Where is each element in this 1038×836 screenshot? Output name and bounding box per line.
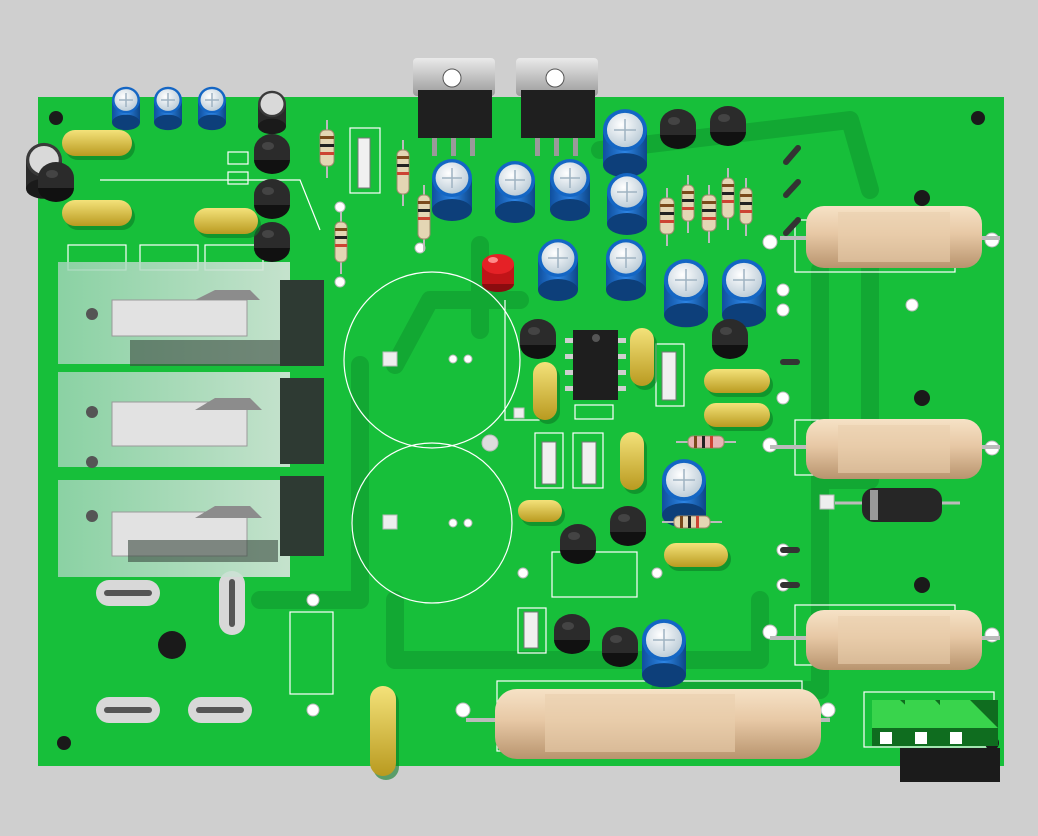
film-cap-9 [518, 500, 565, 526]
electrolytic-cap-13 [722, 259, 766, 328]
electrolytic-cap-12 [664, 259, 708, 328]
resistor-2 [396, 140, 410, 206]
voltage-regulator-1 [413, 58, 495, 156]
resistor-8 [721, 168, 735, 230]
film-cap-11 [370, 686, 399, 780]
transistor-3 [254, 222, 290, 262]
transistor-12 [38, 162, 74, 202]
mounting-holes [49, 111, 999, 750]
resistor-7 [701, 185, 717, 243]
film-cap-5 [630, 328, 657, 390]
resistor-10 [676, 435, 736, 449]
electrolytic-cap-1 [112, 86, 140, 131]
electrolytic-cap-11 [606, 239, 646, 301]
transistor-7 [712, 319, 748, 359]
power-diode [835, 488, 960, 522]
electrolytic-cap-4 [258, 90, 286, 135]
film-cap-6 [620, 432, 647, 494]
slot-pads [96, 571, 252, 723]
transistor-6 [520, 319, 556, 359]
electrolytic-cap-15 [642, 619, 686, 688]
jumper-pads [780, 145, 801, 588]
electrolytic-cap-9 [607, 173, 647, 235]
resistor-5 [659, 188, 675, 246]
transistor-1 [254, 134, 290, 174]
transistor-10 [554, 614, 590, 654]
film-cap-1 [62, 130, 135, 160]
electrolytic-cap-7 [550, 159, 590, 221]
power-resistor-3 [770, 610, 1000, 670]
copper-traces [251, 111, 879, 699]
film-cap-2 [62, 200, 135, 230]
film-caps [62, 130, 773, 780]
pin-headers [357, 137, 677, 649]
op-amp-ic [565, 330, 626, 400]
small-resistors [319, 120, 753, 529]
resistor-3 [417, 185, 431, 251]
relay-1 [58, 262, 324, 366]
resistor-1 [319, 120, 335, 178]
resistor-4 [334, 212, 348, 274]
power-resistor-2 [770, 419, 1000, 479]
resistor-9 [739, 178, 753, 236]
film-cap-7 [704, 369, 773, 397]
relay-2 [58, 372, 324, 468]
red-led [482, 254, 514, 292]
electrolytic-cap-2 [154, 86, 182, 131]
film-cap-10 [664, 543, 731, 571]
relay-3 [58, 476, 324, 577]
transistor-9 [560, 524, 596, 564]
transistor-8 [610, 506, 646, 546]
transistor-11 [602, 627, 638, 667]
film-cap-3 [194, 208, 261, 238]
electrolytic-cap-3 [198, 86, 226, 131]
electrolytic-cap-5 [432, 159, 472, 221]
electrolytic-cap-6 [495, 161, 535, 223]
transistor-4 [660, 109, 696, 149]
screw-terminal [872, 700, 1000, 782]
resistor-11 [662, 515, 722, 529]
electrolytic-caps [26, 86, 766, 688]
transistors [38, 106, 748, 667]
electrolytic-cap-8 [603, 109, 647, 178]
electrolytic-cap-10 [538, 239, 578, 301]
film-cap-4 [533, 362, 560, 424]
electrolytic-cap-14 [662, 459, 706, 528]
transistor-2 [254, 179, 290, 219]
voltage-regulator-2 [516, 58, 598, 156]
transistor-5 [710, 106, 746, 146]
power-resistor-1 [780, 206, 1000, 268]
power-resistor-4 [466, 689, 830, 759]
film-cap-8 [704, 403, 773, 431]
resistor-6 [681, 175, 695, 233]
